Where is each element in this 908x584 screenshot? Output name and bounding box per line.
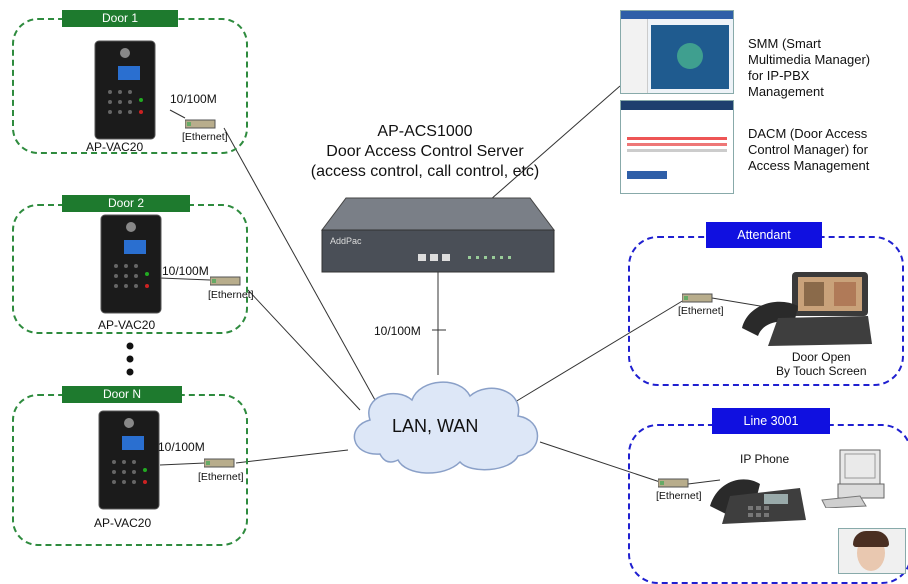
link-door1-eth: [169, 109, 186, 119]
doorN-speed: 10/100M: [158, 440, 205, 454]
door2-panel: [100, 214, 162, 314]
server-name: Door Access Control Server: [326, 143, 524, 160]
user-photo: [838, 528, 906, 574]
attendant-tag: Attendant: [706, 222, 822, 248]
door1-tag: Door 1: [62, 10, 178, 27]
link-doorN-cloud: [235, 449, 349, 464]
door2-device-label: AP-VAC20: [98, 318, 156, 332]
smm-description: SMM (Smart Multimedia Manager) for IP-PB…: [748, 36, 871, 99]
link-door2-cloud: [247, 289, 361, 411]
server-device: [321, 197, 555, 273]
ethernet-adapter-icon: [204, 458, 235, 468]
door1-speed: 10/100M: [170, 92, 217, 106]
ethernet-adapter-icon: [682, 293, 713, 303]
line3001-ethernet-label: [Ethernet]: [656, 490, 702, 502]
ethernet-adapter-icon: [658, 478, 689, 488]
server-uplink-speed: 10/100M: [374, 324, 421, 338]
dacm-description: DACM (Door Access Control Manager) for A…: [748, 126, 870, 173]
ip-phone-icon: [710, 479, 806, 524]
link-attendant: [514, 299, 685, 403]
doorN-ethernet-label: [Ethernet]: [198, 471, 244, 483]
server-title: AP-ACS1000 Door Access Control Server (a…: [300, 122, 550, 182]
ethernet-adapter-icon: [210, 276, 241, 286]
network-label: LAN, WAN: [392, 416, 479, 436]
network-diagram: Door 1 Door 2 Door N 10/100M AP-VAC20 [: [12, 10, 908, 584]
door2-ethernet-label: [Ethernet]: [208, 289, 254, 301]
doorN-panel: [98, 410, 160, 510]
more-doors-dots: [126, 342, 134, 376]
server-model: AP-ACS1000: [377, 123, 473, 140]
link-door1-cloud: [223, 127, 376, 401]
attendant-ethernet-label: [Ethernet]: [678, 305, 724, 317]
desktop-computer-icon: [821, 449, 885, 508]
door1-panel: [94, 40, 156, 140]
link-door2-eth: [159, 277, 211, 281]
connection-lines: [159, 85, 773, 485]
link-doorN-eth: [159, 462, 206, 466]
doorN-device-label: AP-VAC20: [94, 516, 152, 530]
server-brand: AddPac: [330, 236, 362, 246]
ethernet-adapter-icon: [185, 119, 216, 129]
door2-speed: 10/100M: [162, 264, 209, 278]
dacm-screenshot: [620, 100, 734, 194]
line3001-tag: Line 3001: [712, 408, 830, 434]
link-line3001: [539, 441, 661, 483]
doorN-tag: Door N: [62, 386, 182, 403]
smm-screenshot: [620, 10, 734, 94]
touchscreen-phone-icon: [742, 272, 872, 346]
server-role: (access control, call control, etc): [310, 163, 540, 180]
link-line3001-phone: [687, 479, 721, 485]
door1-ethernet-label: [Ethernet]: [182, 131, 228, 143]
ip-phone-label: IP Phone: [740, 452, 790, 466]
door2-tag: Door 2: [62, 195, 190, 212]
attendant-caption: Door Open By Touch Screen: [776, 350, 867, 378]
network-cloud: [353, 381, 539, 474]
link-server-software: [489, 85, 621, 201]
door1-device-label: AP-VAC20: [86, 140, 144, 154]
